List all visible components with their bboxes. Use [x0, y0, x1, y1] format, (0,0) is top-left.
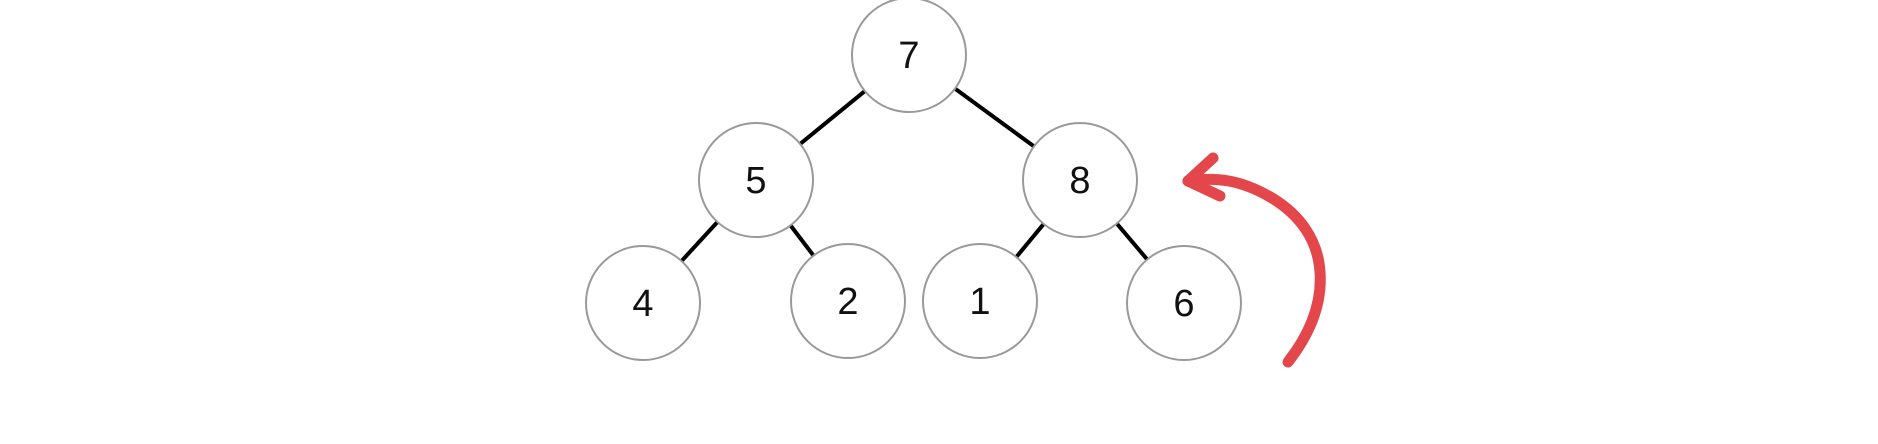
tree-nodes-layer: 7 5 8 4 2 1 6 — [585, 0, 1242, 361]
tree-node[interactable]: 7 — [851, 0, 967, 113]
tree-node-circle[interactable] — [790, 243, 906, 359]
tree-node[interactable]: 6 — [1126, 245, 1242, 361]
tree-node-label: 4 — [632, 283, 653, 325]
tree-node[interactable]: 1 — [922, 243, 1038, 359]
tree-node-label: 1 — [969, 281, 990, 323]
tree-node[interactable]: 2 — [790, 243, 906, 359]
tree-node-circle[interactable] — [1022, 122, 1138, 238]
tree-node-label: 2 — [837, 281, 858, 323]
tree-edge — [788, 224, 816, 257]
tree-node[interactable]: 8 — [1022, 122, 1138, 238]
annotation-layer — [1182, 152, 1326, 368]
tree-node-label: 5 — [745, 160, 766, 202]
annotation-arrow-curve — [1182, 173, 1326, 368]
tree-node-circle[interactable] — [851, 0, 967, 113]
tree-node-circle[interactable] — [585, 245, 701, 361]
tree-node-circle[interactable] — [1126, 245, 1242, 361]
tree-node-label: 8 — [1069, 160, 1090, 202]
tree-node-label: 6 — [1173, 283, 1194, 325]
tree-edge — [680, 220, 719, 263]
annotation-arrow-head-lower — [1182, 175, 1226, 202]
tree-node-circle[interactable] — [698, 122, 814, 238]
tree-edge — [798, 89, 867, 146]
tree-edge — [953, 87, 1036, 148]
tree-edge — [1115, 222, 1149, 261]
tree-edges-layer — [680, 87, 1149, 263]
tree-edge — [1014, 222, 1046, 259]
tree-node[interactable]: 4 — [585, 245, 701, 361]
tree-node-label: 7 — [898, 35, 919, 77]
tree-node[interactable]: 5 — [698, 122, 814, 238]
tree-node-circle[interactable] — [922, 243, 1038, 359]
